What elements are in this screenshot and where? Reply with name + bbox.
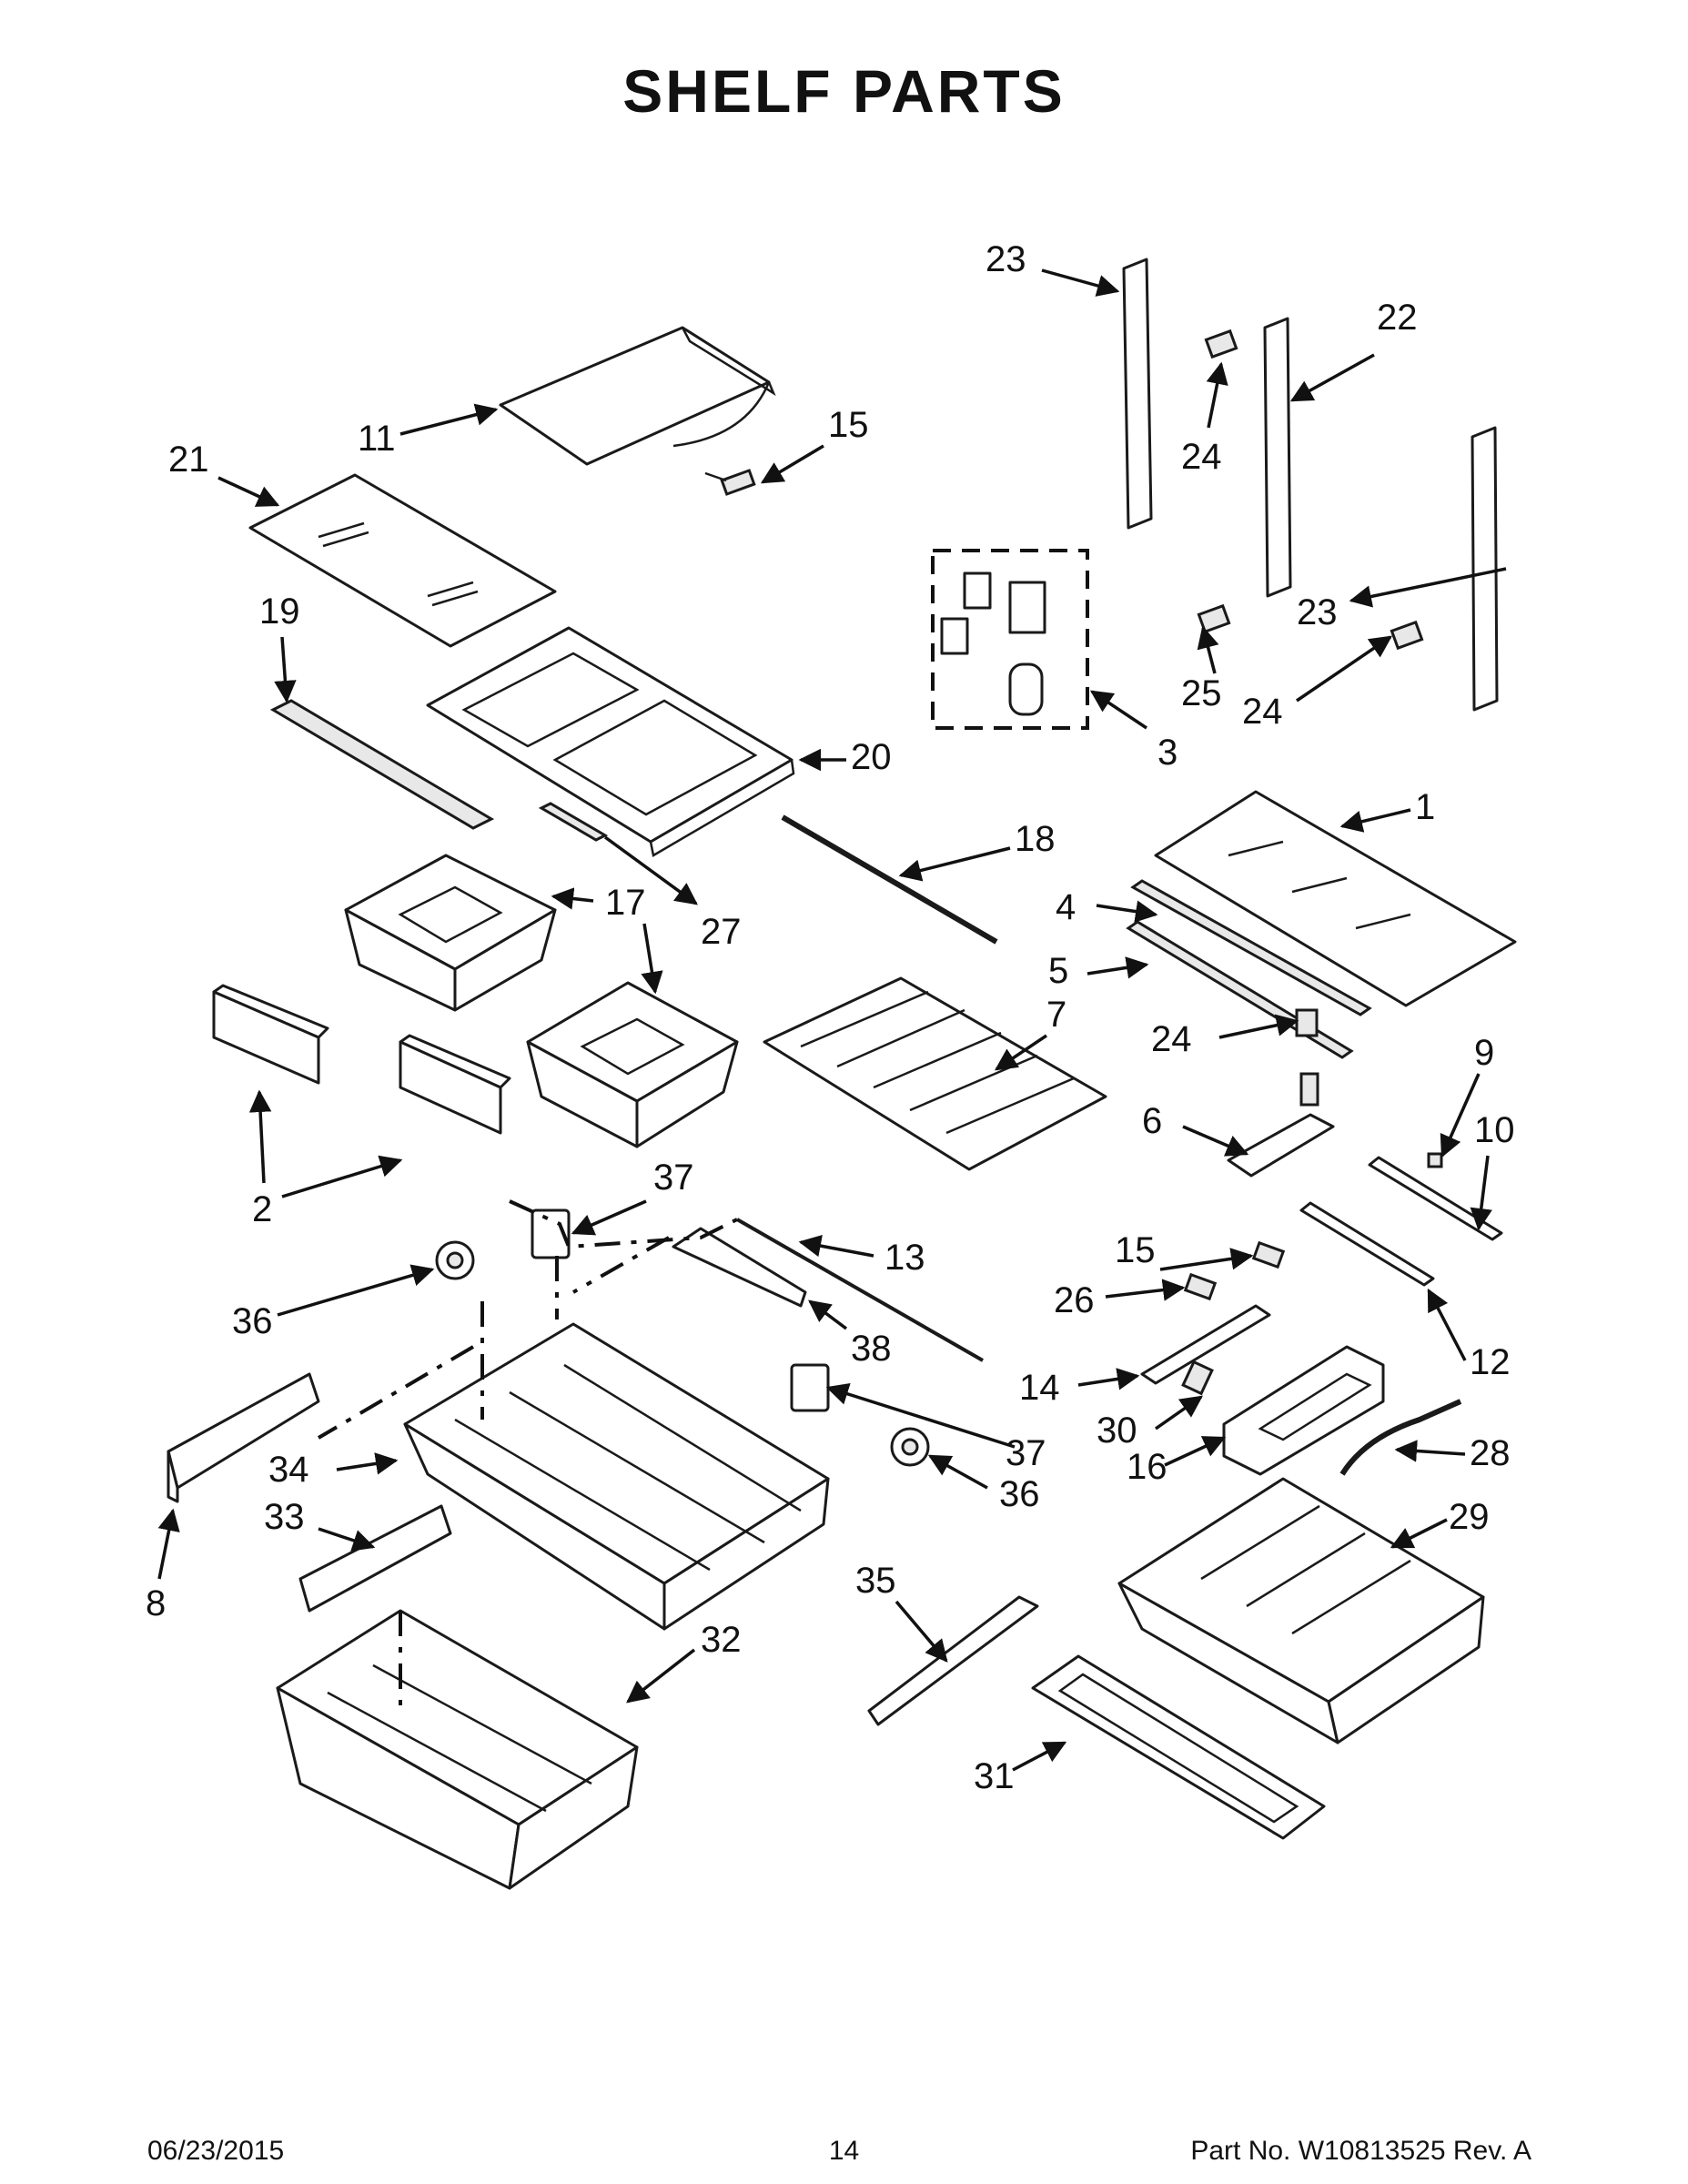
part-37-bracket-b [790,1363,830,1412]
part-32-basket [276,1609,639,1890]
part-21-glass-shelf [248,473,557,648]
callout-27: 27 [701,912,742,952]
callout-8: 8 [146,1583,166,1623]
part-24-screw-c [1295,1008,1319,1037]
leader-lines [157,268,1507,1772]
callout-26: 26 [1054,1280,1095,1320]
footer-page-number: 14 [828,2136,860,2166]
part-30-clip [1181,1360,1214,1396]
callout-24: 24 [1181,437,1222,477]
callout-7: 7 [1046,995,1066,1035]
callout-38: 38 [851,1329,892,1369]
part-36-gear-b [890,1427,930,1467]
part-38-arm [672,1227,807,1308]
callout-6: 6 [1142,1101,1162,1141]
callout-30: 30 [1097,1410,1137,1451]
part-1-glass-shelf [1154,790,1517,1007]
callout-29: 29 [1449,1497,1490,1537]
callout-37a: 37 [653,1158,694,1198]
callout-17: 17 [605,883,646,923]
page-title: SHELF PARTS [622,57,1066,125]
callout-13: 13 [884,1238,925,1278]
part-15-screw [704,469,756,496]
callout-33: 33 [264,1497,305,1537]
part-24-screw-a [1204,329,1238,359]
callout-15b: 15 [1115,1230,1156,1270]
callout-12: 12 [1470,1342,1511,1382]
callout-35: 35 [855,1561,896,1601]
part-22-rail [1263,317,1292,598]
alignment-lines [317,1199,738,1715]
callout-24c: 24 [1151,1019,1192,1059]
callout-10: 10 [1474,1110,1515,1150]
part-29-deli-pan [1117,1477,1485,1744]
callout-9: 9 [1474,1033,1494,1073]
callout-21: 21 [168,440,209,480]
part-19-trim [269,699,495,830]
callout-2: 2 [252,1189,272,1229]
part-35-slide [867,1595,1039,1726]
callout-4: 4 [1056,887,1076,927]
part-27-latch [538,802,609,842]
callout-28: 28 [1470,1433,1511,1473]
part-26-screw [1183,1272,1218,1301]
footer-date: 06/23/2015 [147,2136,285,2166]
callout-15: 15 [828,405,869,445]
callout-34: 34 [268,1450,309,1490]
part-3-kit [931,549,1089,730]
callout-31: 31 [974,1756,1015,1796]
part-23-rail-left [1122,258,1153,530]
part-7-shelf-grid [763,976,1107,1171]
part-36-gear-a [435,1240,475,1280]
part-6-bracket [1227,1072,1335,1178]
callout-1: 1 [1415,787,1435,827]
part-23-rail-right [1471,426,1499,712]
callout-5: 5 [1048,951,1068,991]
part-28-wire [1339,1399,1462,1476]
part-33-divider [298,1504,452,1613]
part-15-screw-b [1251,1240,1286,1269]
part-8-divider [167,1372,320,1503]
callout-16: 16 [1127,1447,1167,1487]
callout-25: 25 [1181,673,1222,713]
part-13-rod [736,1218,984,1362]
part-18-rod [781,814,998,945]
callout-19: 19 [259,592,300,632]
callout-36b: 36 [999,1474,1040,1514]
part-20-crisper-cover [426,626,795,857]
callout-23: 23 [986,239,1026,279]
part-10-rail [1368,1152,1503,1241]
part-24-screw-b [1390,620,1424,651]
callout-36a: 36 [232,1301,273,1341]
callout-20: 20 [851,737,892,777]
footer-part-number: Part No. W10813525 Rev. A [1190,2136,1531,2166]
callout-24b: 24 [1242,692,1283,732]
callout-37b: 37 [1006,1433,1046,1473]
part-12-rail [1299,1201,1435,1287]
part-14-slide [1140,1304,1271,1385]
callout-32: 32 [701,1620,742,1660]
callout-14: 14 [1019,1368,1060,1408]
part-31-pan-cover [1031,1654,1326,1840]
part-2-handle-b [399,1034,511,1135]
part-17-crisper-drawer-lower [526,981,739,1148]
callout-18: 18 [1015,819,1056,859]
part-4-trim [1130,879,1372,1016]
part-17-crisper-drawer-upper [344,854,557,1012]
callout-11: 11 [358,419,396,459]
callout-22: 22 [1377,298,1418,338]
callout-3: 3 [1157,733,1178,773]
callout-23b: 23 [1297,592,1338,632]
part-11-shelf-frame [499,326,776,466]
callout-labels: 23 24 22 11 15 21 19 20 23 25 24 3 27 18… [146,239,1515,1796]
part-2-handle-a [212,984,329,1085]
part-34-basket [403,1322,830,1631]
